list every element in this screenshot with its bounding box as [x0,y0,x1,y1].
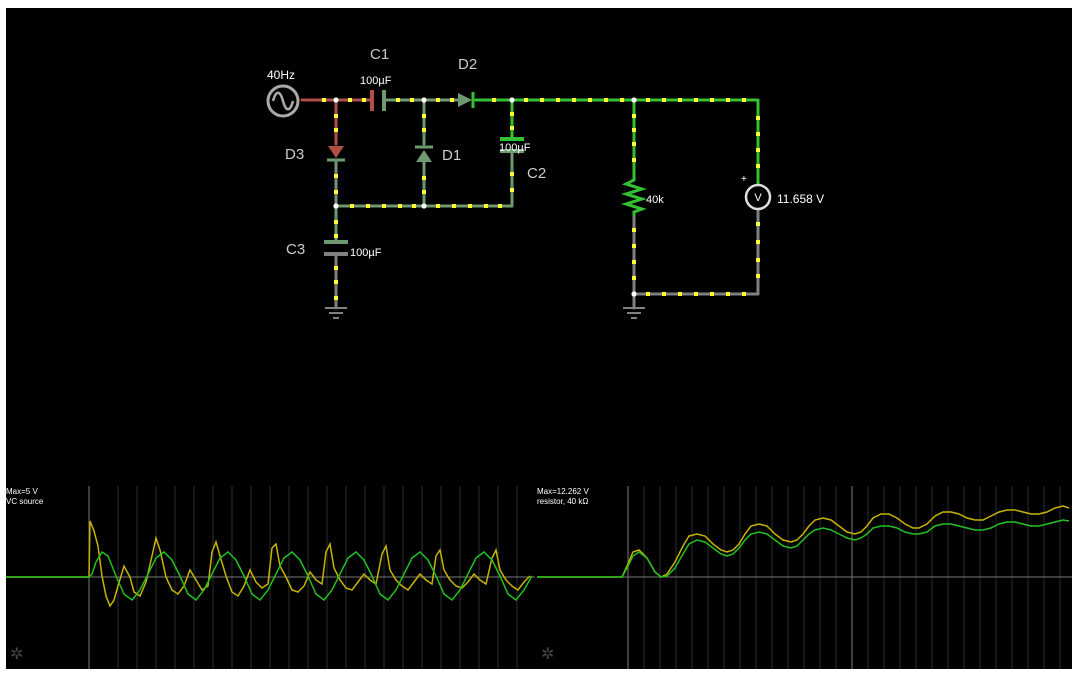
scope-name-label: VC source [6,497,44,506]
scope-info: Max=12.262 V resistor, 40 kΩ [537,487,589,507]
scope-panel-source[interactable]: Max=5 V VC source ✲ [6,486,535,669]
diode-d2[interactable] [458,92,475,108]
scope-info: Max=5 V VC source [6,487,43,507]
voltmeter-symbol: V [754,192,762,204]
scope-trace-current [537,519,1070,578]
c3-value-label: 100µF [350,247,382,259]
ground-icon [325,307,347,319]
circuit-canvas[interactable]: 40Hz C1 100µF D2 D3 D1 100 [6,8,1072,669]
scope-max-label: Max=12.262 V [537,487,589,496]
voltmeter-reading: 11.658 V [777,192,824,206]
diode-d3[interactable] [327,146,345,162]
voltmeter[interactable]: V [744,183,772,211]
d2-name-label: D2 [458,56,477,73]
c2-value-label: 100µF [499,142,531,154]
diode-d1[interactable] [415,145,433,162]
d1-name-label: D1 [442,147,461,164]
scope-trace-current [6,550,533,602]
resistor-value-label: 40k [646,194,664,206]
voltmeter-polarity: + [741,174,747,185]
scope-trace-voltage [537,505,1070,578]
source-frequency-label: 40Hz [267,68,295,82]
d3-name-label: D3 [285,146,304,163]
c3-name-label: C3 [286,241,305,258]
ac-source-icon[interactable] [266,84,300,118]
junction-nodes [333,97,637,297]
current-dots [322,98,760,300]
scope-name-label: resistor, 40 kΩ [537,497,589,506]
c1-value-label: 100µF [360,75,392,87]
circuit-schematic[interactable]: 40Hz C1 100µF D2 D3 D1 100 [6,8,1072,486]
c2-name-label: C2 [527,165,546,182]
resistor[interactable] [620,176,648,216]
capacitor-c3[interactable] [324,240,348,256]
c1-name-label: C1 [370,46,389,63]
gear-icon[interactable]: ✲ [541,646,555,663]
scope-max-label: Max=5 V [6,487,38,496]
capacitor-c1[interactable] [370,90,386,111]
capacitor-c2[interactable] [500,137,524,153]
scope-panel-resistor[interactable]: Max=12.262 V resistor, 40 kΩ ✲ [537,486,1072,669]
scope-trace-voltage [6,520,531,608]
ground-icon [623,307,645,319]
gear-icon[interactable]: ✲ [10,646,24,663]
